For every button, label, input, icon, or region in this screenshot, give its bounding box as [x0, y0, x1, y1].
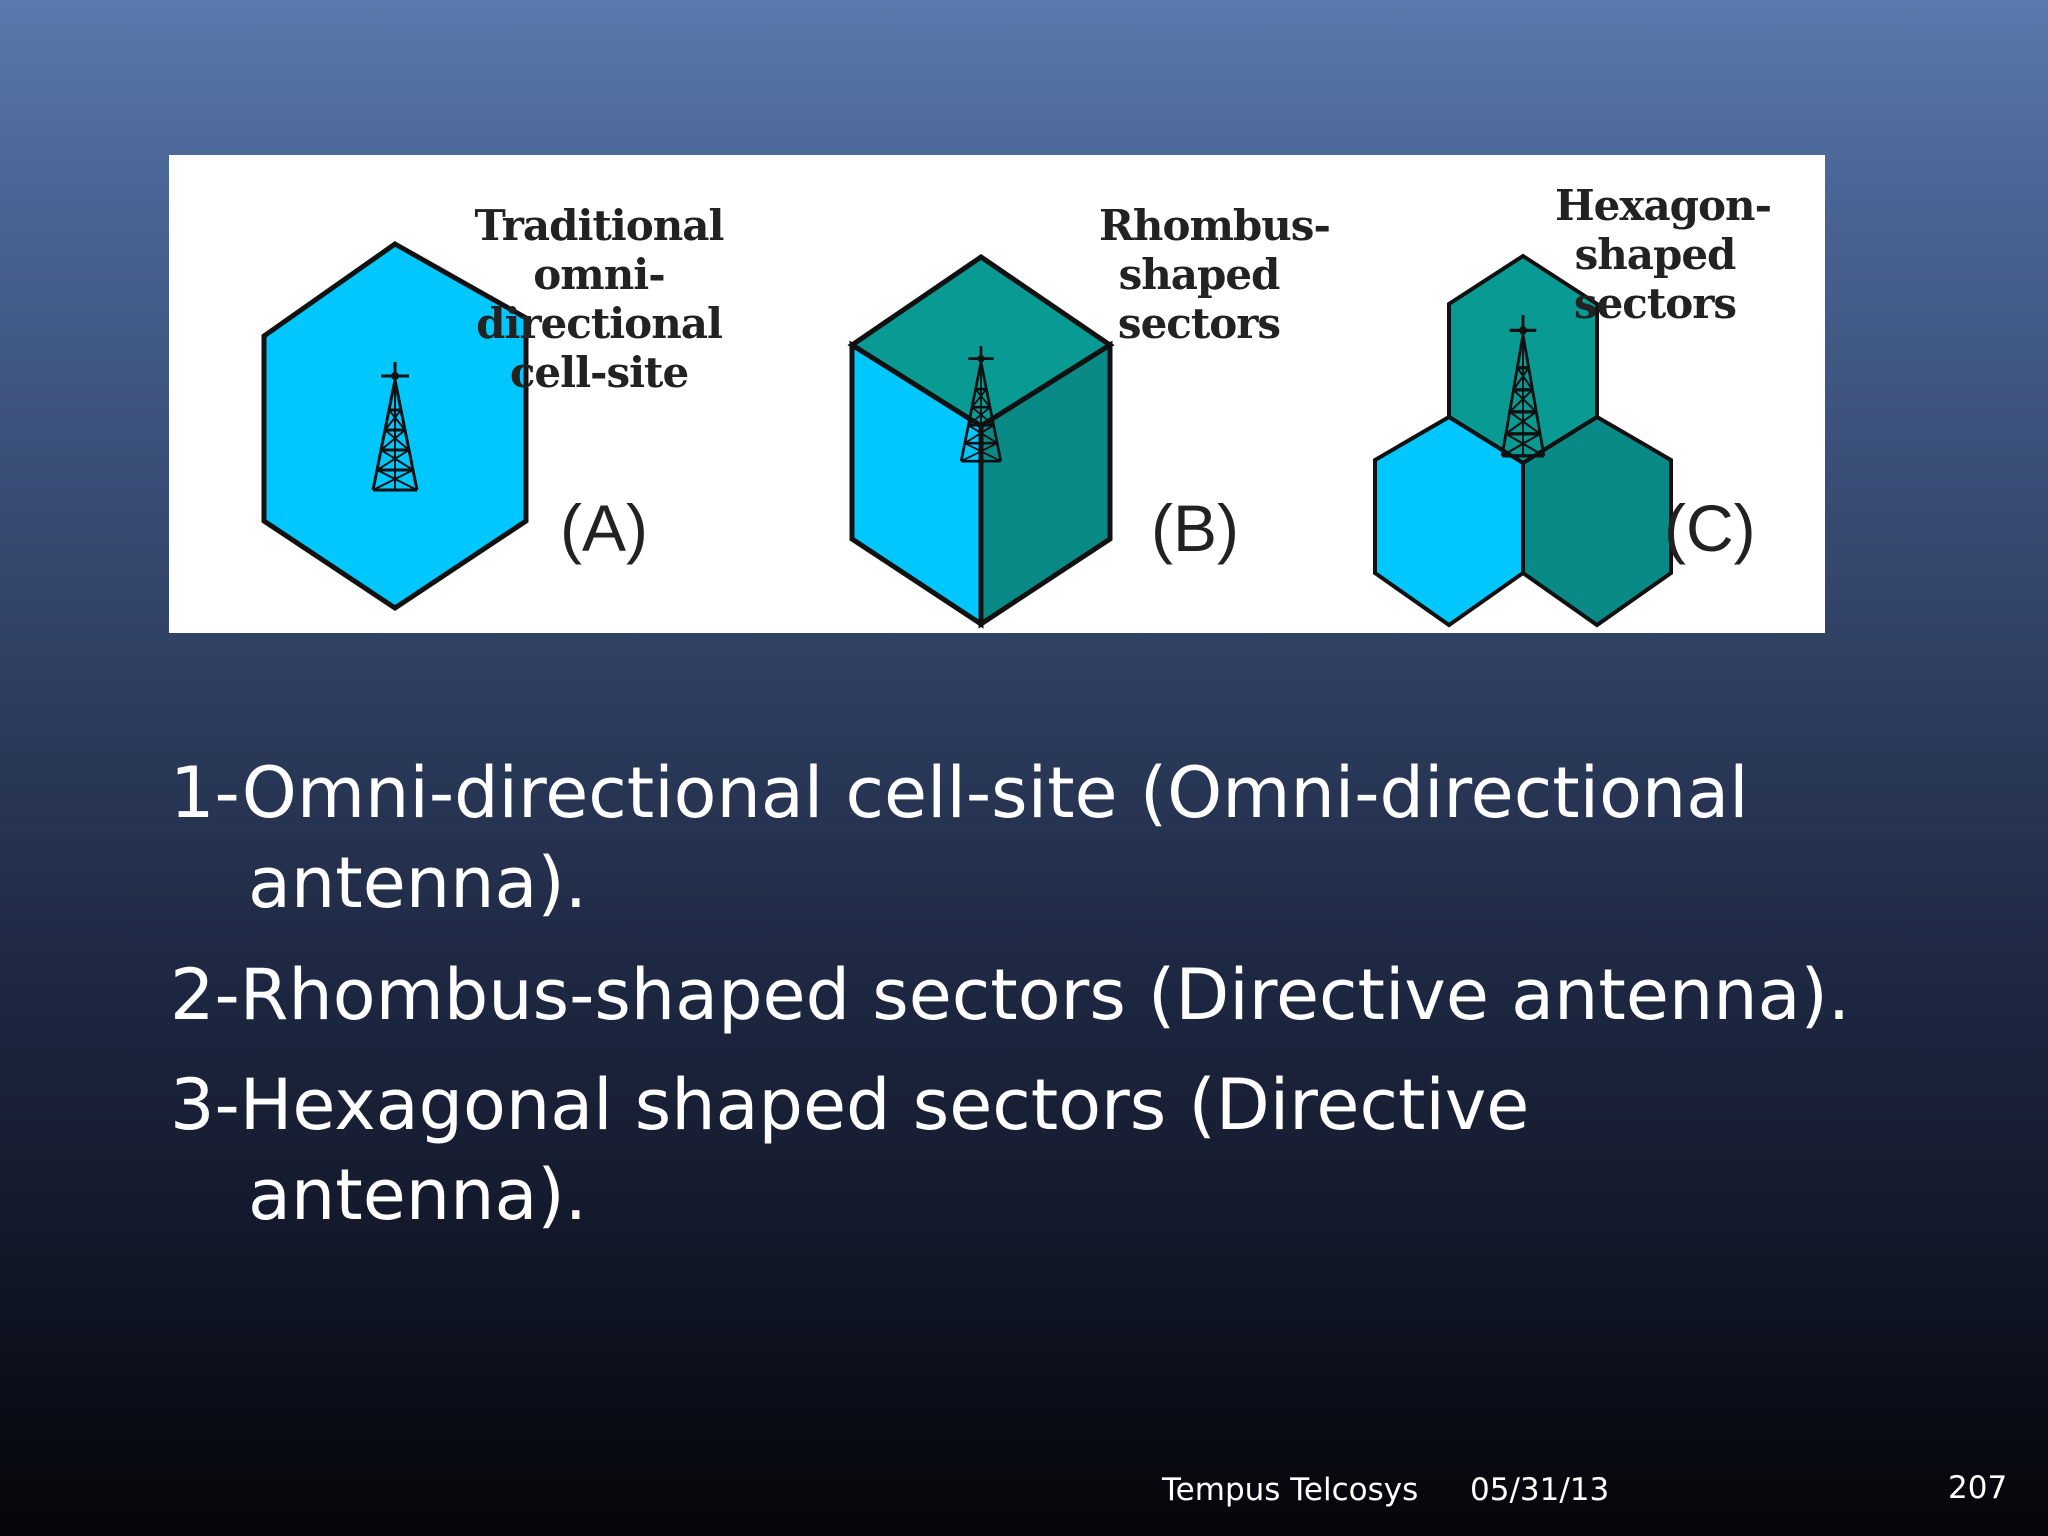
panel-a-letter: (A): [560, 491, 648, 565]
hexagon-left-sector: [1373, 414, 1525, 628]
panel-b-caption: Rhombus- shaped sectors: [1099, 201, 1331, 348]
panel-c-hexagon-sectors: [1373, 253, 1673, 628]
bullet-list: 1-Omni-directional cell-site (Omni-direc…: [170, 748, 1890, 1262]
panel-a-omni-cell: [261, 241, 529, 612]
panel-b-letter: (B): [1151, 491, 1239, 565]
hexagon-right-sector: [1521, 414, 1673, 628]
bullet-item-1: 1-Omni-directional cell-site (Omni-direc…: [170, 752, 1749, 924]
rhombus-right-sector: [978, 340, 1113, 629]
slide-number: 207: [1948, 1470, 2008, 1506]
panel-a-caption: Traditional omni- directional cell-site: [474, 201, 725, 397]
panel-c-letter: (C): [1664, 491, 1756, 565]
bullet-item-2: 2-Rhombus-shaped sectors (Directive ante…: [170, 954, 1851, 1036]
panel-c-caption: Hexagon- shaped sectors: [1555, 181, 1772, 328]
cell-sector-figure: Traditional omni- directional cell-site …: [169, 155, 1825, 633]
panel-b-rhombus-sectors: [847, 253, 1115, 629]
cell-sector-diagram: [261, 241, 1673, 629]
footer-date: 05/31/13: [1470, 1472, 1610, 1508]
footer-company: Tempus Telcosys: [1162, 1472, 1419, 1508]
bullet-item-3: 3-Hexagonal shaped sectors (Directive an…: [170, 1064, 1530, 1236]
